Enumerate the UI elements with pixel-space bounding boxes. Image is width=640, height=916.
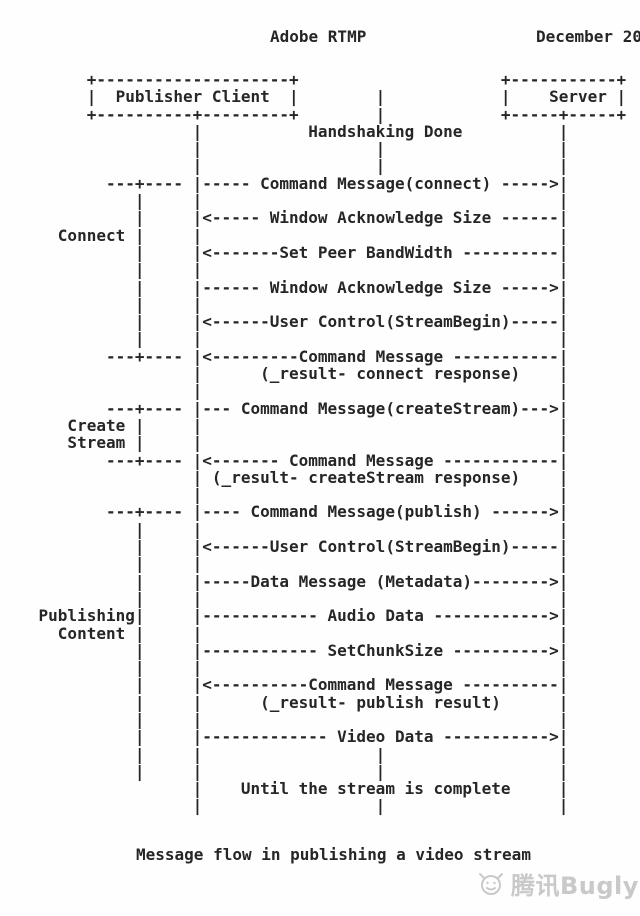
watermark-brand-text: 腾讯Bugly [511, 872, 639, 900]
bugly-ladybug-icon [476, 870, 508, 898]
document-title: Adobe RTMP [270, 27, 367, 46]
rtmp-publish-sequence-diagram: +--------------------+ +-----------+ | P… [38, 70, 627, 816]
diagram-caption: Message flow in publishing a video strea… [136, 845, 531, 864]
document-date: December 20 [536, 27, 640, 46]
document-header: Adobe RTMP December 20 [0, 27, 640, 46]
watermark: 腾讯Bugly [476, 866, 639, 901]
